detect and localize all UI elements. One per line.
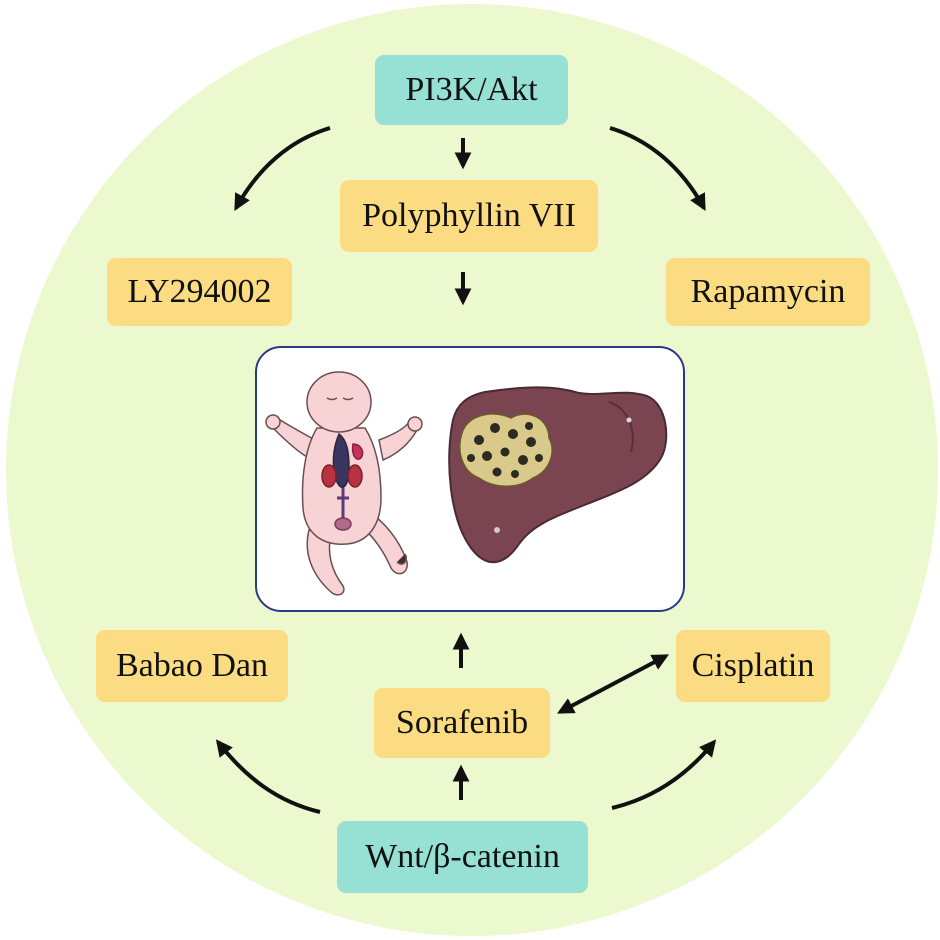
arrow-wnt-to-babao-dan <box>215 739 321 814</box>
pi3k-akt-box: PI3K/Akt <box>375 55 568 125</box>
arrow-sorafenib-cisplatin <box>557 654 669 714</box>
illustration-panel <box>255 346 685 612</box>
wnt-catenin-label: Wnt/β-catenin <box>365 838 560 875</box>
polyphyllin-box: Polyphyllin VII <box>340 180 598 252</box>
rapamycin-label: Rapamycin <box>690 273 846 310</box>
babao-dan-label: Babao Dan <box>115 647 268 684</box>
rapamycin-box: Rapamycin <box>666 258 870 326</box>
arrow-pi3k-to-ly294002 <box>234 126 331 211</box>
cisplatin-label: Cisplatin <box>691 647 815 684</box>
cisplatin-box: Cisplatin <box>676 630 830 702</box>
arrow-wnt-to-cisplatin <box>611 739 717 810</box>
polyphyllin-label: Polyphyllin VII <box>362 197 576 234</box>
infant-anatomy-icon <box>265 371 423 596</box>
illustration-svg <box>265 371 668 596</box>
ly294002-label: LY294002 <box>127 273 272 310</box>
wnt-catenin-box: Wnt/β-catenin <box>337 821 588 893</box>
ly294002-box: LY294002 <box>107 258 292 326</box>
sorafenib-box: Sorafenib <box>374 688 550 758</box>
pi3k-akt-label: PI3K/Akt <box>405 71 538 108</box>
liver-tumor-icon <box>448 386 668 564</box>
babao-dan-box: Babao Dan <box>96 630 288 702</box>
arrow-pi3k-to-rapamycin <box>609 126 706 211</box>
sorafenib-label: Sorafenib <box>395 704 529 741</box>
